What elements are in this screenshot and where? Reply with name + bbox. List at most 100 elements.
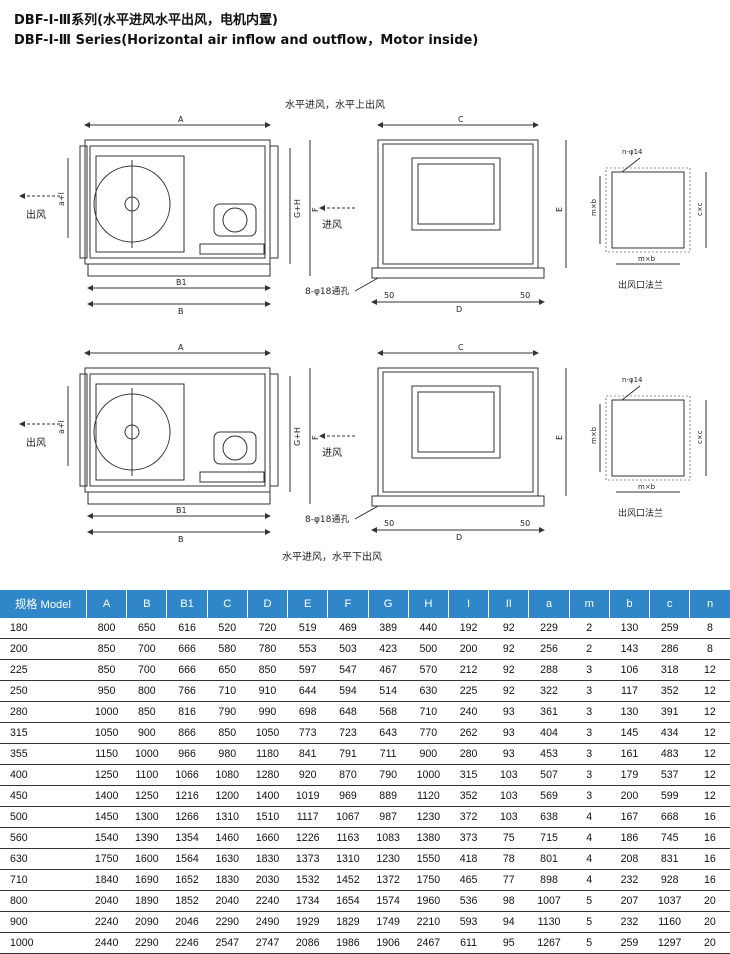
table-cell: 816 [166,701,208,723]
table-cell: 355 [0,743,87,765]
table-cell: 465 [448,869,489,891]
dim-mb-h-label: m×b [638,255,656,263]
fan-casing [95,383,185,481]
table-cell: 710 [0,869,87,891]
table-cell: 1829 [327,911,369,933]
dim-c-label: C [458,115,464,124]
table-cell: 553 [287,638,328,660]
table-cell: 16 [689,869,730,891]
outlet-flange [79,373,88,487]
table-cell: 698 [287,701,328,723]
column-header: H [408,590,449,618]
dim-mb-v-label: m×b [590,198,598,216]
table-cell: 715 [528,827,570,849]
motor-end [222,435,248,461]
table-cell: 850 [126,701,167,723]
table-cell: 262 [448,722,489,744]
fan-casing [95,155,185,253]
table-cell: 537 [649,764,690,786]
table-cell: 186 [609,827,650,849]
table-cell: 259 [609,932,650,954]
dim-mb-v-label: m×b [590,426,598,444]
table-cell: 469 [327,618,369,639]
table-cell: 507 [528,764,570,786]
table-cell: 1852 [166,890,208,912]
table-cell: 1230 [368,848,409,870]
table-cell: 1532 [287,869,328,891]
table-cell: 1037 [649,890,690,912]
dim-a-label: A [178,115,184,124]
table-cell: 928 [649,869,690,891]
table-cell: 650 [126,618,167,639]
table-cell: 850 [86,659,127,681]
table-cell: 900 [408,743,449,765]
dim-b1-label: B1 [176,278,187,287]
flange-outline [611,171,685,249]
table-cell: 773 [287,722,328,744]
table-cell: 1180 [247,743,288,765]
inlet-label: 进风 [322,219,342,231]
dim-cc-label: c×c [696,202,704,216]
table-cell: 130 [609,701,650,723]
dim-mb-h-label: m×b [638,483,656,491]
table-cell: 710 [408,701,449,723]
table-cell: 791 [327,743,369,765]
table-cell: 12 [689,659,730,681]
table-cell: 2090 [126,911,167,933]
dim-a-label: A [178,343,184,352]
table-cell: 453 [528,743,570,765]
table-cell: 503 [327,638,369,660]
table-cell: 1540 [86,827,127,849]
table-cell: 200 [448,638,489,660]
table-cell: 98 [488,890,529,912]
table-cell: 2240 [86,911,127,933]
table-cell: 850 [86,638,127,660]
top-view-caption: 水平进风，水平上出风 [285,98,385,111]
hole-leader [354,505,379,520]
table-cell: 423 [368,638,409,660]
dim-c-label: C [458,343,464,352]
table-cell: 16 [689,848,730,870]
table-cell: 711 [368,743,409,765]
table-cell: 700 [126,638,167,660]
front-outlet [411,385,501,459]
table-cell: 12 [689,785,730,807]
table-cell: 400 [0,764,87,786]
table-cell: 1906 [368,932,409,954]
dim-nphi-label: n-φ14 [622,148,643,156]
table-cell: 1066 [166,764,208,786]
dim-d-label: D [456,305,462,314]
table-cell: 666 [166,638,208,660]
table-cell: 1200 [207,785,248,807]
table-cell: 1117 [287,806,328,828]
table-cell: 650 [207,659,248,681]
dim-d-label: D [456,533,462,542]
table-cell: 644 [287,680,328,702]
table-cell: 16 [689,827,730,849]
column-header: A [86,590,128,618]
table-cell: 969 [327,785,369,807]
table-cell: 1130 [528,911,570,933]
front-outlet [411,157,501,231]
dim-b-label: B [178,307,184,316]
dim-f-label: F [311,207,320,212]
table-cell: 800 [0,890,87,912]
table-cell: 389 [368,618,409,639]
table-cell: 1460 [207,827,248,849]
table-cell: 500 [408,638,449,660]
table-cell: 3 [569,764,610,786]
table-cell: 1600 [126,848,167,870]
table-cell: 2490 [247,911,288,933]
dim-f-label: F [311,435,320,440]
table-cell: 208 [609,848,650,870]
table-cell: 1067 [327,806,369,828]
table-cell: 1000 [86,701,127,723]
